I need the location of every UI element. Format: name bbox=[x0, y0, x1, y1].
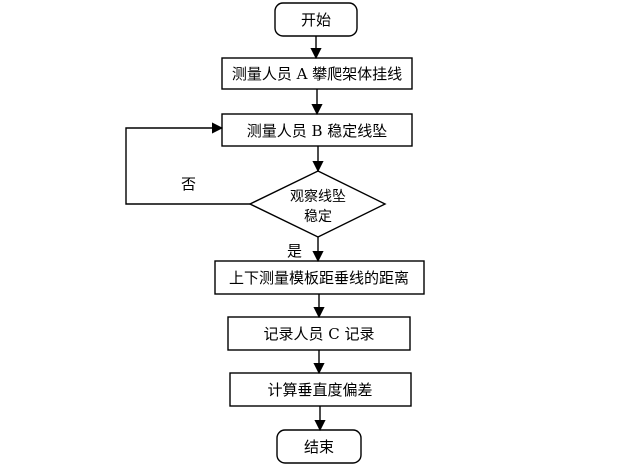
label-yes: 是 bbox=[287, 242, 302, 260]
step-record-label: 记录人员 C 记录 bbox=[263, 325, 374, 343]
step-measure-distance: 上下测量模板距垂线的距离 bbox=[214, 260, 425, 295]
step-climb-hang-line-label: 测量人员 A 攀爬架体挂线 bbox=[232, 65, 402, 83]
label-no: 否 bbox=[181, 175, 196, 193]
step-record: 记录人员 C 记录 bbox=[227, 316, 411, 351]
step-climb-hang-line: 测量人员 A 攀爬架体挂线 bbox=[221, 57, 413, 90]
step-calc-deviation-label: 计算垂直度偏差 bbox=[267, 381, 372, 399]
end-node: 结束 bbox=[276, 429, 362, 464]
start-label: 开始 bbox=[301, 11, 331, 29]
decision-plumb-stable: 观察线坠 稳定 bbox=[248, 170, 387, 238]
step-stabilize-plumb: 测量人员 B 稳定线坠 bbox=[221, 113, 413, 147]
step-measure-distance-label: 上下测量模板距垂线的距离 bbox=[229, 269, 409, 287]
edge-decision-no-loop bbox=[125, 122, 250, 205]
end-label: 结束 bbox=[304, 438, 334, 456]
start-node: 开始 bbox=[274, 2, 358, 37]
decision-label-line1: 观察线坠 bbox=[290, 188, 346, 205]
step-calc-deviation: 计算垂直度偏差 bbox=[229, 372, 412, 407]
decision-label-line2: 稳定 bbox=[304, 209, 332, 225]
step-stabilize-plumb-label: 测量人员 B 稳定线坠 bbox=[247, 122, 388, 140]
